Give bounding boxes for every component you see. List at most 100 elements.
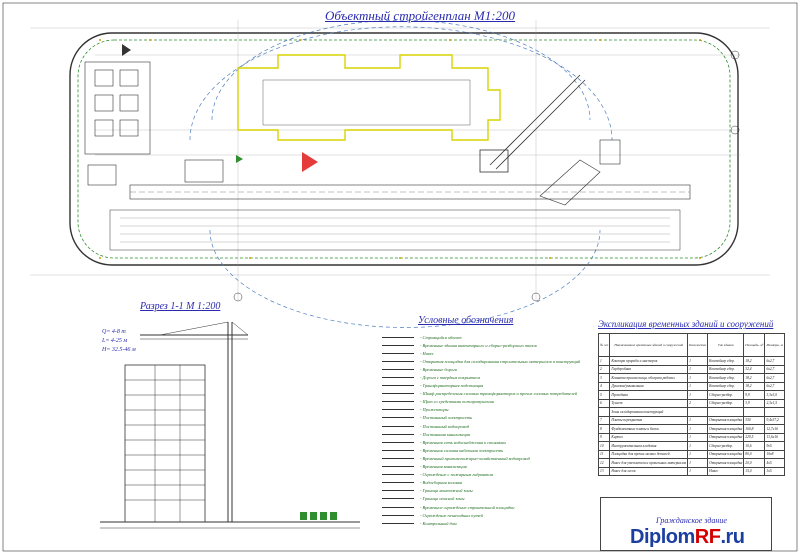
legend-label: - Ограждение с пожарным гидрантом: [420, 472, 494, 478]
table-cell: 1: [687, 415, 709, 425]
table-cell: 13: [597, 466, 611, 476]
table-cell: 160,8: [743, 424, 766, 434]
legend-label: - Временный противопожарно-хозяйственный…: [420, 455, 530, 461]
legend-label: - Временное ограждение строительной площ…: [420, 504, 515, 510]
legend-item: - Временная канализация: [376, 463, 591, 471]
title-block: Гражданское здание: [600, 497, 772, 551]
crane-param: H= 32.5-46 м: [102, 347, 136, 353]
site-fence: [69, 32, 739, 266]
table-cell: 9х5: [764, 441, 785, 451]
table-cell: 15,0: [743, 466, 766, 476]
scaffold-stack: [300, 512, 337, 520]
legend-symbol: [376, 375, 420, 381]
table-header: Размеры, м: [764, 333, 785, 357]
legend-item: - Открытая площадка для складирования ст…: [376, 357, 591, 365]
legend-symbol: [376, 439, 420, 445]
legend-label: - Контрольный дом: [420, 520, 457, 526]
legend-label: - Дорога с твердым покрытием: [420, 375, 480, 381]
table-header: Наименование временных зданий и сооружен…: [609, 333, 689, 357]
table-cell: 6х2,7: [764, 364, 785, 374]
table-cell: Инструментальная кладовая: [609, 441, 689, 451]
explication-table: № п/п Наименование временных зданий и со…: [597, 333, 785, 476]
legend-item: - Строящийся объект: [376, 333, 591, 341]
tower-crane-plan: [479, 74, 586, 173]
legend-item: - Ограждение с пожарным гидрантом: [376, 471, 591, 479]
table-cell: 2: [597, 364, 611, 374]
table-cell: 3: [597, 373, 611, 383]
legend-symbol: [376, 407, 420, 413]
table-cell: Площадка для прочих мелких деталей: [609, 449, 689, 459]
legend: - Строящийся объект- Временные здания ин…: [376, 333, 591, 527]
legend-item: - Контрольный дом: [376, 519, 591, 527]
temporary-buildings: [84, 61, 621, 186]
site-plan-title: Объектный стройгенплан М1:200: [325, 8, 516, 23]
watermark-accent: RF: [694, 526, 721, 548]
legend-symbol: [376, 455, 420, 461]
legend-label: - Открытая площадка для складирования ст…: [420, 358, 581, 364]
legend-label: - Постоянный электросеть: [420, 415, 473, 421]
table-header: Количество: [687, 333, 709, 357]
legend-symbol: [376, 399, 420, 405]
table-cell: 229,5: [743, 432, 766, 442]
table-cell: 1: [687, 449, 709, 459]
table-cell: Сборно-разбор.: [707, 398, 745, 408]
table-cell: 1: [687, 441, 709, 451]
legend-item: - Временная сеть водоснабжения к стоянка…: [376, 438, 591, 446]
table-cell: 6х2,7: [764, 373, 785, 383]
legend-item: - Трансформаторная подстанция: [376, 382, 591, 390]
legend-label: - Постоянный водопровод: [420, 423, 470, 429]
legend-symbol: [376, 391, 420, 397]
table-cell: [597, 407, 611, 417]
legend-item: - Ограждение пешеходных путей: [376, 511, 591, 519]
legend-symbol: [376, 512, 420, 518]
table-cell: Душевая/умывальная: [609, 381, 689, 391]
table-cell: Навес: [707, 466, 745, 476]
table-cell: 18,2: [743, 356, 766, 366]
legend-item: - Прожекторы: [376, 406, 591, 414]
legend-label: - Временные здания инвентарного и сборно…: [420, 342, 537, 348]
table-cell: 9,4х37,2: [764, 415, 785, 425]
table-cell: 350: [743, 415, 766, 425]
table-cell: Открытая площадка: [707, 449, 745, 459]
table-cell: [764, 407, 785, 417]
table-cell: Зоны складирования конструкций: [609, 407, 689, 417]
table-cell: 1: [687, 466, 709, 476]
table-cell: 6: [597, 398, 611, 408]
table-cell: Фундаментные плиты и блоки: [609, 424, 689, 434]
legend-label: - Граница монтажной зоны: [420, 488, 473, 494]
legend-item: - Граница опасной зоны: [376, 495, 591, 503]
table-cell: 80,0: [743, 449, 766, 459]
table-cell: 1: [687, 373, 709, 383]
table-header: Тип здания: [707, 333, 745, 357]
table-cell: 1: [597, 356, 611, 366]
table-header: Площадь, м²: [743, 333, 766, 357]
table-cell: 1: [687, 356, 709, 366]
table-cell: Туалет: [609, 398, 689, 408]
explication-title: Экспликация временных зданий и сооружени…: [598, 319, 774, 329]
legend-label: - Ограждение пешеходных путей: [420, 512, 483, 518]
table-cell: Контейнер сбор.: [707, 356, 745, 366]
crane-param: L= 4-25 м: [102, 338, 128, 344]
table-cell: Открытая площадка: [707, 415, 745, 425]
table-cell: 20,0: [743, 458, 766, 468]
table-cell: 4х5: [764, 458, 785, 468]
legend-symbol: [376, 472, 420, 478]
legend-label: - Постоянная канализация: [420, 431, 470, 437]
table-cell: 1: [687, 432, 709, 442]
table-row: Зоны складирования конструкций: [597, 407, 785, 417]
table-cell: Открытая площадка: [707, 432, 745, 442]
legend-symbol: [376, 488, 420, 494]
section-drawing: [100, 321, 360, 529]
table-cell: 10: [597, 441, 611, 451]
section-title: Разрез 1-1 М 1:200: [140, 301, 221, 312]
table-cell: [687, 407, 709, 417]
legend-symbol: [376, 342, 420, 348]
table-cell: 7: [597, 415, 611, 425]
legend-item: - Шкаф распределения силовых трансформат…: [376, 390, 591, 398]
